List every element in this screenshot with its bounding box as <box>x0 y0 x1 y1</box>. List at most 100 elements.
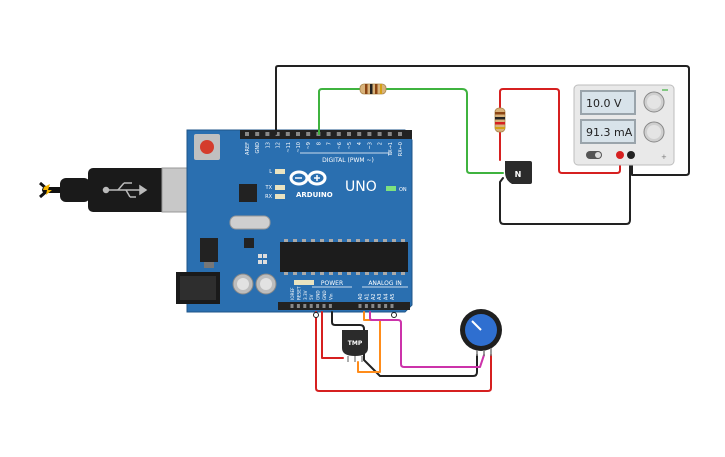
digital-pin-label: AREF <box>245 142 251 155</box>
digital-pin[interactable] <box>245 132 249 136</box>
power-pin[interactable] <box>296 304 300 308</box>
power-supply[interactable]: 10.0 V 91.3 mA + <box>573 84 675 166</box>
wire-supply-to-load[interactable] <box>499 88 621 174</box>
chip-pin <box>347 239 351 242</box>
negative-terminal[interactable] <box>627 151 635 159</box>
chip-pin <box>320 239 324 242</box>
resistor-2[interactable] <box>494 107 506 133</box>
analog-pin-label: A2 <box>371 293 377 300</box>
digital-pin[interactable] <box>347 132 351 136</box>
power-pin-label: 3.3V <box>303 290 308 300</box>
power-pin[interactable] <box>316 304 320 308</box>
chip-pin <box>383 272 387 275</box>
digital-pin[interactable] <box>336 132 341 136</box>
digital-pin[interactable] <box>265 132 270 136</box>
wire-emitter-to-supply[interactable] <box>499 156 631 225</box>
chip-pin <box>284 239 288 242</box>
wire-a1-magenta[interactable] <box>369 311 485 368</box>
digital-pin-label: 4 <box>357 142 363 145</box>
wire-5v-red[interactable] <box>315 311 492 392</box>
usb-chip <box>239 184 257 202</box>
chip-pin <box>302 239 306 242</box>
wire-gnd-black[interactable] <box>331 311 478 377</box>
terminal-plus-label: + <box>661 153 667 161</box>
digital-pin[interactable] <box>285 132 290 136</box>
power-pin[interactable] <box>290 304 294 308</box>
power-label: POWER <box>321 280 343 287</box>
temperature-sensor[interactable]: TMP <box>342 330 368 362</box>
analog-pin-label: A4 <box>384 293 390 300</box>
analog-pin-label: A3 <box>377 293 383 300</box>
wire-gnd-to-supply[interactable] <box>275 65 690 176</box>
power-pin-label: Vin <box>328 293 333 300</box>
digital-pin[interactable] <box>296 132 300 136</box>
analog-pin-label: A1 <box>364 293 370 300</box>
analog-pin-label: A5 <box>390 293 396 300</box>
digital-pin-label: ~5 <box>347 142 353 149</box>
digital-pin[interactable] <box>357 132 362 136</box>
wire-resistor-to-base[interactable] <box>385 88 504 174</box>
analog-pin[interactable] <box>390 304 394 308</box>
resistor-1[interactable] <box>359 83 387 95</box>
digital-pin[interactable] <box>326 132 331 136</box>
indicator-leds: L TX RX ON <box>265 169 407 200</box>
chip-pin <box>374 239 378 242</box>
wire-5v-to-tmp[interactable] <box>321 311 344 359</box>
chip-pin <box>293 239 297 242</box>
digital-pin[interactable] <box>255 132 260 136</box>
analog-pin[interactable] <box>377 304 381 308</box>
chip-pin <box>383 239 387 242</box>
power-pin[interactable] <box>303 304 307 308</box>
digital-pin-label: ~10 <box>296 142 302 153</box>
power-pin[interactable] <box>309 304 313 308</box>
digital-pin-label: ~11 <box>286 142 292 153</box>
chip-pin <box>401 272 405 275</box>
digital-pin[interactable] <box>275 132 280 136</box>
arduino-brand: ARDUINO <box>296 191 333 199</box>
potentiometer[interactable] <box>460 309 502 356</box>
power-pin[interactable] <box>328 304 332 308</box>
wires[interactable] <box>275 65 690 392</box>
wire-a0-orange[interactable] <box>357 311 381 373</box>
analog-pin[interactable] <box>364 304 368 308</box>
analog-pin[interactable] <box>358 304 362 308</box>
chip-pin <box>392 239 396 242</box>
current-display <box>582 121 634 142</box>
on-led-label: ON <box>399 187 407 193</box>
npn-transistor[interactable]: N <box>505 161 532 184</box>
digital-pin-label: ~3 <box>367 142 373 149</box>
positive-terminal[interactable] <box>616 151 624 159</box>
digital-pin-label: 8 <box>316 142 322 145</box>
digital-pin[interactable] <box>387 132 392 136</box>
microcontroller-chip <box>280 242 408 272</box>
digital-pin[interactable] <box>398 132 402 136</box>
digital-pin[interactable] <box>377 132 382 136</box>
analog-pin-label: A0 <box>358 293 364 300</box>
digital-pin-label: 12 <box>276 142 282 148</box>
arduino-logo-icon <box>289 170 327 186</box>
chip-pin <box>302 272 306 275</box>
crystal-oscillator <box>229 215 271 230</box>
chip-pin <box>320 272 324 275</box>
power-pin[interactable] <box>322 304 326 308</box>
power-pin-label: GND <box>316 290 321 300</box>
digital-pin[interactable] <box>367 132 372 136</box>
analog-pin[interactable] <box>371 304 375 308</box>
analog-pin[interactable] <box>384 304 388 308</box>
chip-pin <box>284 272 288 275</box>
wire-pin9-to-resistor[interactable] <box>318 88 361 135</box>
analog-in-label: ANALOG IN <box>368 280 401 287</box>
digital-pin-label: 2 <box>378 142 384 145</box>
digital-pin-label: ~6 <box>337 142 343 149</box>
chip-pin <box>347 272 351 275</box>
chip-pin <box>365 239 369 242</box>
digital-pin[interactable] <box>306 132 311 136</box>
power-pin-label: RESET <box>296 286 301 300</box>
power-analog-header <box>278 302 410 310</box>
small-components <box>258 254 267 264</box>
